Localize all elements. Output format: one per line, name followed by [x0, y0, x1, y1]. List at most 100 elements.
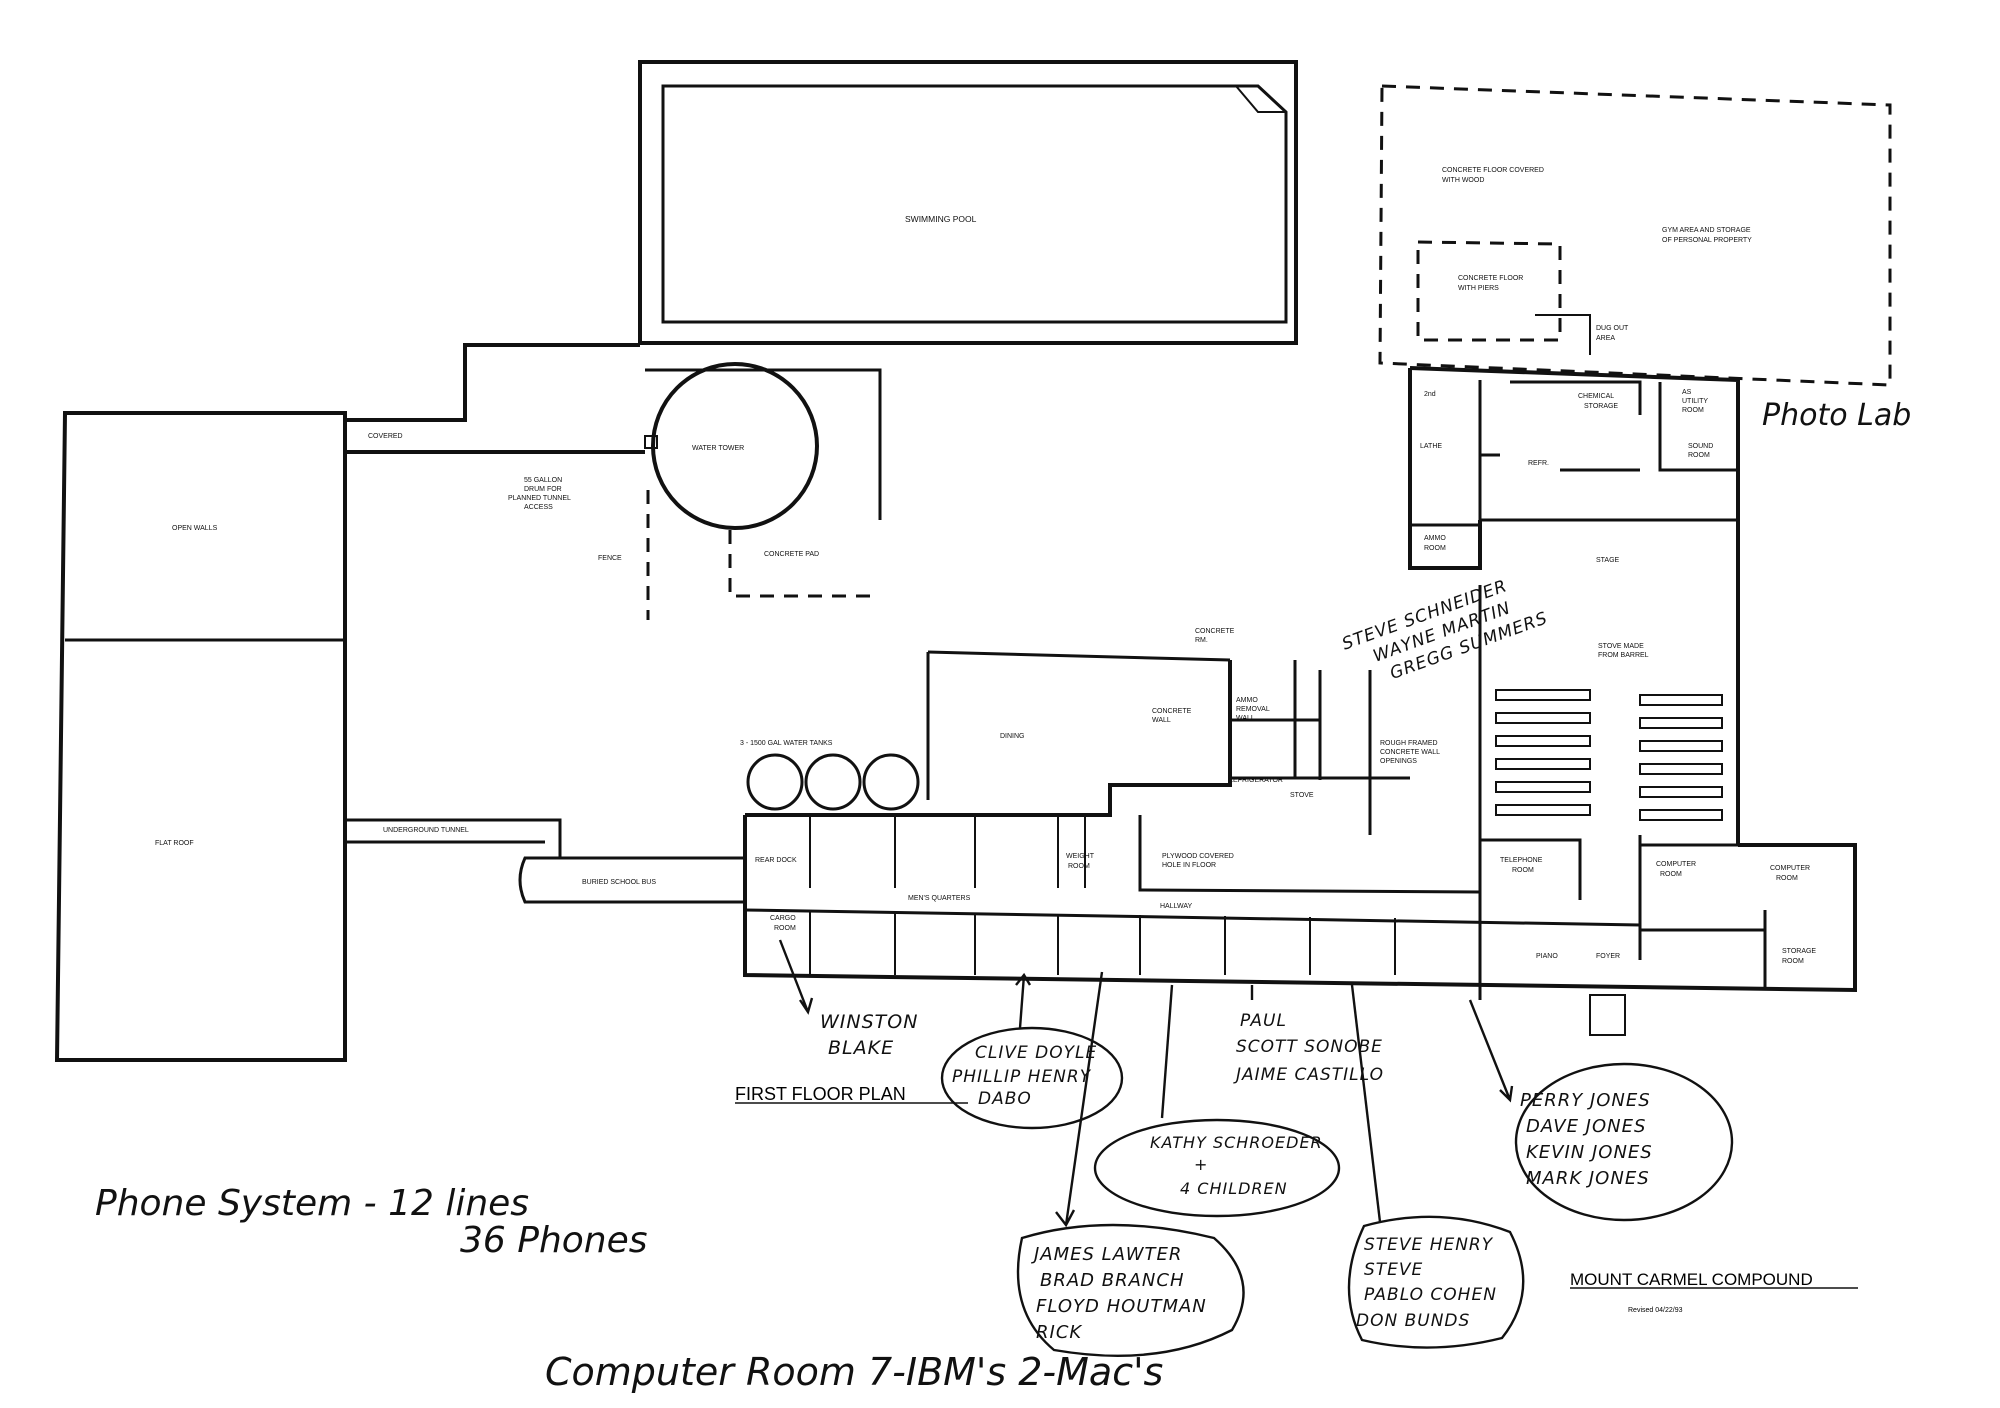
- scott-sonobe-text: SCOTT SONOBE: [1236, 1037, 1383, 1057]
- storage-room-label-2: ROOM: [1782, 958, 1804, 965]
- compound-title: MOUNT CARMEL COMPOUND: [1570, 1270, 1813, 1289]
- winston-note: WINSTON BLAKE: [778, 939, 918, 1059]
- rough-framed-label-1: ROUGH FRAMED: [1380, 740, 1438, 747]
- kathy-plus-text: +: [1194, 1155, 1208, 1174]
- utility-label-2: UTILITY: [1682, 398, 1708, 405]
- rear-dock-label: REAR DOCK: [755, 857, 797, 864]
- jaime-castillo-text: JAIME CASTILLO: [1233, 1065, 1384, 1085]
- winston-text: WINSTON: [820, 1011, 918, 1033]
- telephone-label-2: ROOM: [1512, 867, 1534, 874]
- kathy-schroeder-text: KATHY SCHROEDER: [1150, 1133, 1323, 1152]
- concrete-pad-label: CONCRETE PAD: [764, 551, 819, 558]
- rough-framed-label-3: OPENINGS: [1380, 758, 1417, 765]
- computer-room-note: Computer Room 7-IBM's 2-Mac's: [545, 1350, 1163, 1394]
- water-tower-area: COVERED WATER TOWER 55 GALLON DRUM FOR P…: [345, 343, 882, 858]
- covered-label: COVERED: [368, 433, 403, 440]
- utility-label-3: ROOM: [1682, 407, 1704, 414]
- ammo-removal-label-1: AMMO: [1236, 697, 1258, 704]
- water-tower-label: WATER TOWER: [692, 445, 744, 452]
- phillip-henry-text: PHILLIP HENRY: [952, 1067, 1092, 1087]
- lathe-label: LATHE: [1420, 443, 1442, 450]
- cargo-room-label-1: CARGO: [770, 915, 796, 922]
- underground-tunnel-label: UNDERGROUND TUNNEL: [383, 827, 469, 834]
- revised-date: Revised 04/22/93: [1628, 1307, 1683, 1314]
- gym-label-2: OF PERSONAL PROPERTY: [1662, 237, 1752, 244]
- hallway-label: HALLWAY: [1160, 903, 1192, 910]
- swimming-pool-label: SWIMMING POOL: [905, 214, 977, 224]
- dug-out-label-1: DUG OUT: [1596, 325, 1629, 332]
- storage-room-label-1: STORAGE: [1782, 948, 1816, 955]
- dining-label: DINING: [1000, 733, 1025, 740]
- weight-room-label-1: WEIGHT: [1066, 853, 1095, 860]
- drum-label-3: PLANNED TUNNEL: [508, 495, 571, 502]
- concrete-wood-label-1: CONCRETE FLOOR COVERED: [1442, 167, 1544, 174]
- dug-out-label-2: AREA: [1596, 335, 1615, 342]
- computer-room-label-1: COMPUTER: [1656, 861, 1696, 868]
- flat-roof-label: FLAT ROOF: [155, 840, 194, 847]
- perry-jones-text: PERRY JONES: [1520, 1090, 1651, 1111]
- brad-branch-text: BRAD BRANCH: [1040, 1270, 1185, 1291]
- sound-room-label-2: ROOM: [1688, 452, 1710, 459]
- left-block: OPEN WALLS FLAT ROOF: [54, 411, 347, 1062]
- computer-room-b-label-1: COMPUTER: [1770, 865, 1810, 872]
- room-2nd-label: 2nd: [1424, 391, 1436, 398]
- clive-doyle-note: CLIVE DOYLE PHILLIP HENRY DABO: [940, 972, 1124, 1130]
- james-lawter-note: JAMES LAWTER BRAD BRANCH FLOYD HOUTMAN R…: [1016, 971, 1245, 1357]
- four-children-text: 4 CHILDREN: [1180, 1179, 1288, 1198]
- don-bunds-text: DON BUNDS: [1356, 1311, 1470, 1331]
- paul-text: PAUL: [1240, 1011, 1287, 1031]
- rick-text: RICK: [1036, 1322, 1082, 1343]
- water-tanks-label: 3 - 1500 GAL WATER TANKS: [740, 740, 833, 747]
- utility-label-1: AS: [1682, 389, 1692, 396]
- steve-text: STEVE: [1364, 1260, 1423, 1280]
- concrete-rm-label-1: CONCRETE: [1195, 628, 1235, 635]
- cargo-room-label-2: ROOM: [774, 925, 796, 932]
- computer-room-b-label-2: ROOM: [1776, 875, 1798, 882]
- kevin-jones-text: KEVIN JONES: [1526, 1142, 1653, 1163]
- chemical-label-1: CHEMICAL: [1578, 393, 1614, 400]
- floyd-houtman-text: FLOYD HOUTMAN: [1036, 1296, 1207, 1317]
- mens-quarters-label: MEN'S QUARTERS: [908, 895, 971, 902]
- sound-room-label-1: SOUND: [1688, 443, 1713, 450]
- concrete-piers-label-2: WITH PIERS: [1458, 285, 1499, 292]
- perry-jones-note: PERRY JONES DAVE JONES KEVIN JONES MARK …: [1468, 999, 1734, 1222]
- computer-room-label-2: ROOM: [1660, 871, 1682, 878]
- concrete-wall-label-1: CONCRETE: [1152, 708, 1192, 715]
- ammo-removal-label-2: REMOVAL: [1236, 706, 1270, 713]
- ammo-room-label-2: ROOM: [1424, 545, 1446, 552]
- ammo-removal-label-3: WALL: [1236, 715, 1255, 722]
- drum-label-2: DRUM FOR: [524, 486, 562, 493]
- plywood-label-2: HOLE IN FLOOR: [1162, 862, 1216, 869]
- mark-jones-text: MARK JONES: [1526, 1168, 1650, 1189]
- stove-label: STOVE: [1290, 792, 1314, 799]
- foyer-label: FOYER: [1596, 953, 1620, 960]
- concrete-wall-label-2: WALL: [1152, 717, 1171, 724]
- blake-text: BLAKE: [828, 1037, 894, 1059]
- refr-label: REFR.: [1528, 460, 1549, 467]
- phones-count-note: 36 Phones: [460, 1220, 648, 1261]
- telephone-label-1: TELEPHONE: [1500, 857, 1543, 864]
- james-lawter-text: JAMES LAWTER: [1031, 1244, 1182, 1265]
- stove-barrel-label-1: STOVE MADE: [1598, 643, 1644, 650]
- drum-label-1: 55 GALLON: [524, 477, 562, 484]
- concrete-wood-label-2: WITH WOOD: [1442, 177, 1484, 184]
- paul-note: PAUL SCOTT SONOBE JAIME CASTILLO: [1233, 985, 1384, 1085]
- fence-label: FENCE: [598, 555, 622, 562]
- gym-area: CONCRETE FLOOR COVERED WITH WOOD GYM ARE…: [1378, 84, 1892, 387]
- pablo-cohen-text: PABLO COHEN: [1364, 1285, 1497, 1305]
- kathy-schroeder-note: KATHY SCHROEDER + 4 CHILDREN: [1093, 984, 1341, 1218]
- swimming-pool: SWIMMING POOL: [638, 60, 1298, 345]
- dabo-text: DABO: [978, 1089, 1032, 1109]
- main-building: 3 - 1500 GAL WATER TANKS DINING CONCRETE…: [383, 585, 1857, 1036]
- clive-doyle-text: CLIVE DOYLE: [975, 1043, 1097, 1063]
- piano-label: PIANO: [1536, 953, 1558, 960]
- dave-jones-text: DAVE JONES: [1526, 1116, 1646, 1137]
- chemical-label-2: STORAGE: [1584, 403, 1618, 410]
- refrigerator-label: REFRIGERATOR: [1228, 777, 1283, 784]
- stage-label: STAGE: [1596, 557, 1620, 564]
- concrete-piers-label-1: CONCRETE FLOOR: [1458, 275, 1523, 282]
- phone-system-note: Phone System - 12 lines: [95, 1183, 529, 1224]
- gym-label-1: GYM AREA AND STORAGE: [1662, 227, 1751, 234]
- open-walls-label: OPEN WALLS: [172, 525, 218, 532]
